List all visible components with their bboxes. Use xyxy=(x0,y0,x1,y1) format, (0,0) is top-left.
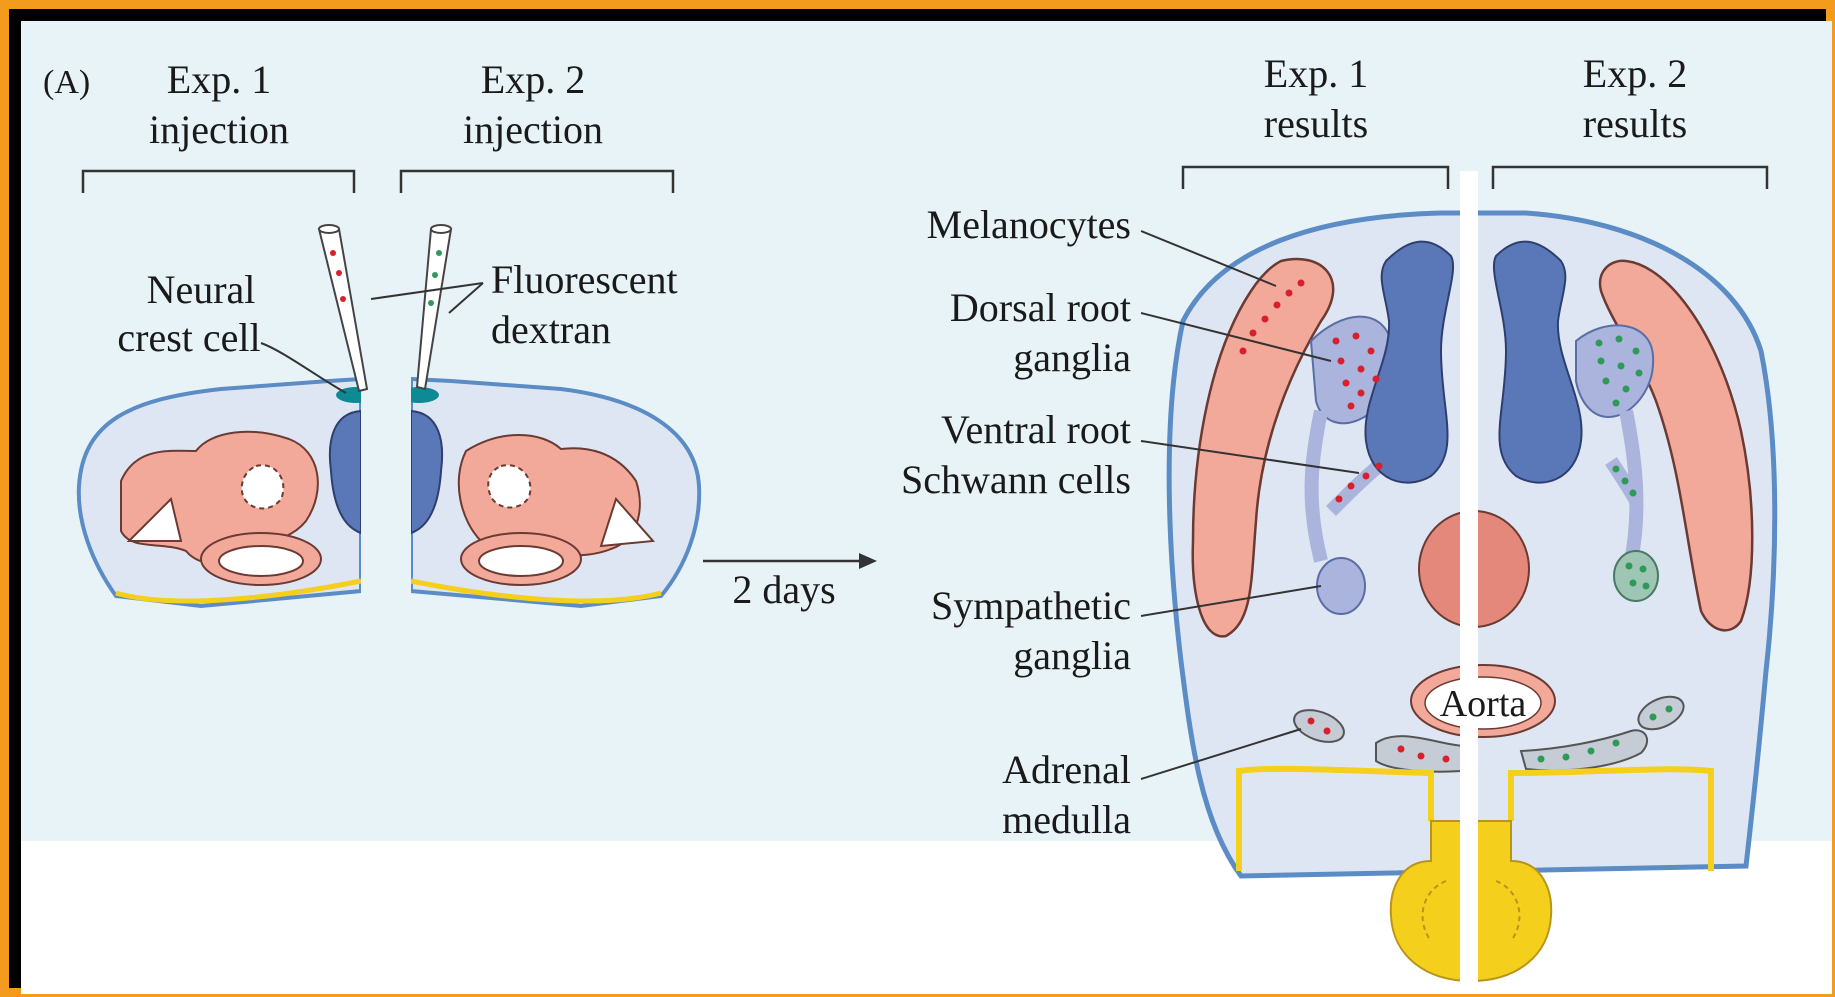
label-ventral-line1: Ventral root xyxy=(941,407,1131,452)
label-ventral-line2: Schwann cells xyxy=(901,457,1131,502)
label-neural-crest-line1: Neural xyxy=(147,267,256,312)
label-sympathetic-line1: Sympathetic xyxy=(931,583,1131,628)
gut-lumen-exp1 xyxy=(219,546,303,576)
exp2-results-line1: Exp. 2 xyxy=(1583,51,1687,96)
label-adrenal-line1: Adrenal xyxy=(1002,747,1131,792)
label-melanocytes: Melanocytes xyxy=(927,202,1131,247)
sympathetic-ganglion-right xyxy=(1614,551,1658,601)
sympathetic-ganglion-left xyxy=(1317,558,1365,614)
label-neural-crest-line2: crest cell xyxy=(117,315,260,360)
exp2-injection-line1: Exp. 2 xyxy=(481,57,585,102)
exp1-results-line2: results xyxy=(1264,101,1368,146)
label-fluorescent-line2: dextran xyxy=(491,307,611,352)
label-aorta: Aorta xyxy=(1440,683,1527,725)
label-drg-line2: ganglia xyxy=(1013,335,1131,380)
diagram-canvas: (A) Exp. 1 injection Exp. 2 injection Ex… xyxy=(21,21,1832,994)
exp2-injection-line2: injection xyxy=(463,107,603,152)
gut-lumen-exp2 xyxy=(479,546,563,576)
exp1-results-line1: Exp. 1 xyxy=(1264,51,1368,96)
split-gap-results xyxy=(1460,171,1478,994)
label-sympathetic-line2: ganglia xyxy=(1013,633,1131,678)
label-two-days: 2 days xyxy=(732,567,835,612)
embryo-injection-exp1 xyxy=(79,379,376,606)
label-fluorescent-line1: Fluorescent xyxy=(491,257,678,302)
exp1-injection-line2: injection xyxy=(149,107,289,152)
diagram-svg: (A) Exp. 1 injection Exp. 2 injection Ex… xyxy=(21,21,1832,994)
split-gap-left xyxy=(361,351,411,631)
label-adrenal-line2: medulla xyxy=(1002,797,1131,842)
exp2-results-line2: results xyxy=(1583,101,1687,146)
exp1-injection-line1: Exp. 1 xyxy=(167,57,271,102)
label-drg-line1: Dorsal root xyxy=(950,285,1131,330)
panel-label: (A) xyxy=(43,64,90,101)
